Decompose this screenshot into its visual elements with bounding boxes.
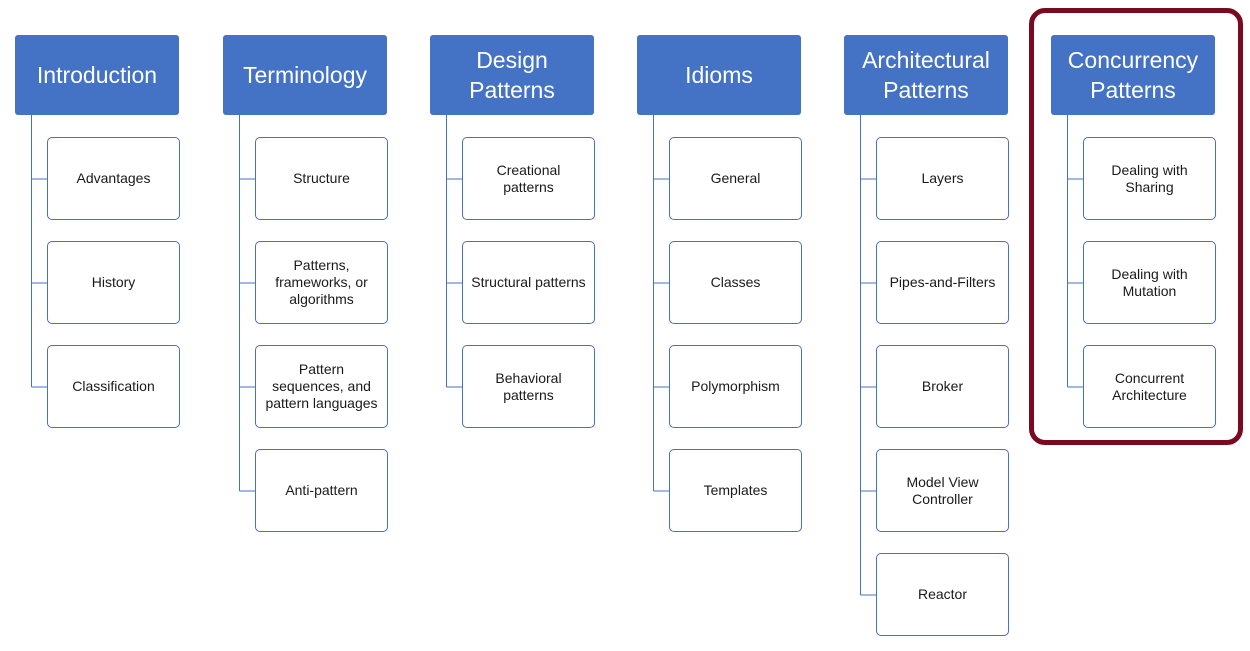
node-pipes-and-filters: Pipes-and-Filters <box>876 241 1009 324</box>
node-anti-pattern: Anti-pattern <box>255 449 388 532</box>
header-idioms: Idioms <box>637 35 801 115</box>
node-pattern-sequences-and-pattern-languages: Pattern sequences, and pattern languages <box>255 345 388 428</box>
node-dealing-with-mutation: Dealing with Mutation <box>1083 241 1216 324</box>
node-history: History <box>47 241 180 324</box>
header-terminology: Terminology <box>223 35 387 115</box>
node-patterns-frameworks-or-algorithms: Patterns, frameworks, or algorithms <box>255 241 388 324</box>
node-templates: Templates <box>669 449 802 532</box>
node-polymorphism: Polymorphism <box>669 345 802 428</box>
node-layers: Layers <box>876 137 1009 220</box>
header-design-patterns: Design Patterns <box>430 35 594 115</box>
node-advantages: Advantages <box>47 137 180 220</box>
node-broker: Broker <box>876 345 1009 428</box>
node-concurrent-architecture: Concurrent Architecture <box>1083 345 1216 428</box>
node-reactor: Reactor <box>876 553 1009 636</box>
node-structural-patterns: Structural patterns <box>462 241 595 324</box>
node-classification: Classification <box>47 345 180 428</box>
node-dealing-with-sharing: Dealing with Sharing <box>1083 137 1216 220</box>
header-architectural-patterns: Architectural Patterns <box>844 35 1008 115</box>
node-general: General <box>669 137 802 220</box>
node-structure: Structure <box>255 137 388 220</box>
header-introduction: Introduction <box>15 35 179 115</box>
node-classes: Classes <box>669 241 802 324</box>
node-creational-patterns: Creational patterns <box>462 137 595 220</box>
node-behavioral-patterns: Behavioral patterns <box>462 345 595 428</box>
header-concurrency-patterns: Concurrency Patterns <box>1051 35 1215 115</box>
concurrency-highlight-frame <box>1029 8 1243 445</box>
node-model-view-controller: Model View Controller <box>876 449 1009 532</box>
